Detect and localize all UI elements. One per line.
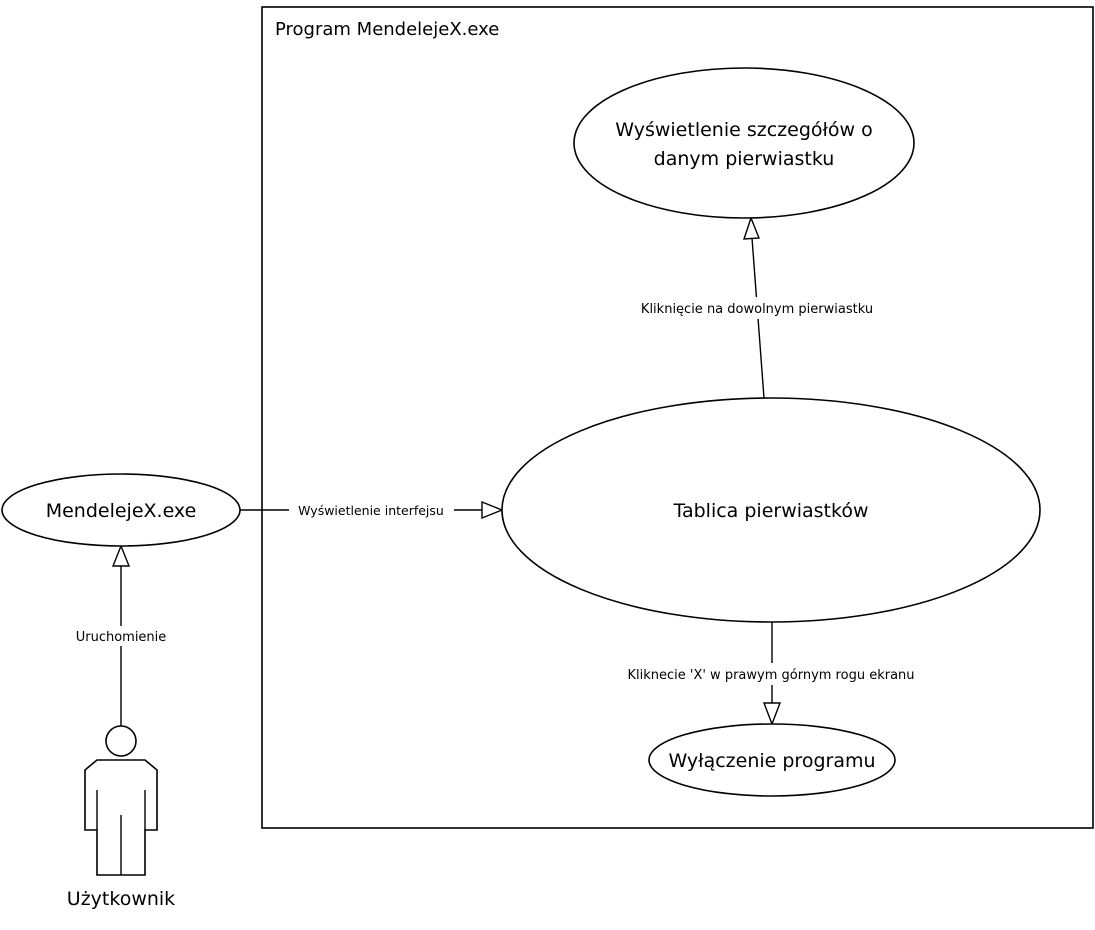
- use-case-details-label-line2: danym pierwiastku: [654, 148, 835, 170]
- system-boundary-title: Program MendelejeX.exe: [275, 19, 499, 40]
- stick-figure-actor-icon: [84, 725, 158, 876]
- actor-head: [105, 725, 137, 757]
- use-case-details-label-line1: Wyświetlenie szczegółów o: [615, 119, 872, 141]
- edge-show-interface-label-bg: [289, 500, 454, 520]
- edge-run-label: Uruchomienie: [76, 630, 167, 645]
- use-case-details: [573, 67, 915, 219]
- use-case-launcher-label: MendelejeX.exe: [46, 500, 197, 522]
- edge-click-element-label-bg: [632, 297, 882, 319]
- use-case-table-label: Tablica pierwiastków: [673, 500, 869, 522]
- arrowhead-up-icon: [743, 215, 761, 240]
- use-case-launcher: [1, 473, 241, 547]
- arrowhead-right-icon: [481, 500, 504, 520]
- use-case-exit: [648, 723, 896, 797]
- arrowhead-up-icon: [111, 544, 131, 567]
- actor-label: Użytkownik: [67, 888, 175, 910]
- edge-run-label-bg: [70, 626, 172, 646]
- edge-show-interface-label: Wyświetlenie interfejsu: [298, 503, 444, 518]
- edge-click-x-label-bg: [618, 663, 924, 685]
- use-case-table: [501, 397, 1041, 623]
- use-case-exit-label: Wyłączenie programu: [668, 750, 875, 772]
- arrowhead-down-icon: [762, 702, 782, 726]
- edge-click-x-label: Kliknecie 'X' w prawym górnym rogu ekran…: [627, 668, 914, 683]
- edge-click-element-label: Kliknięcie na dowolnym pierwiastku: [641, 302, 873, 317]
